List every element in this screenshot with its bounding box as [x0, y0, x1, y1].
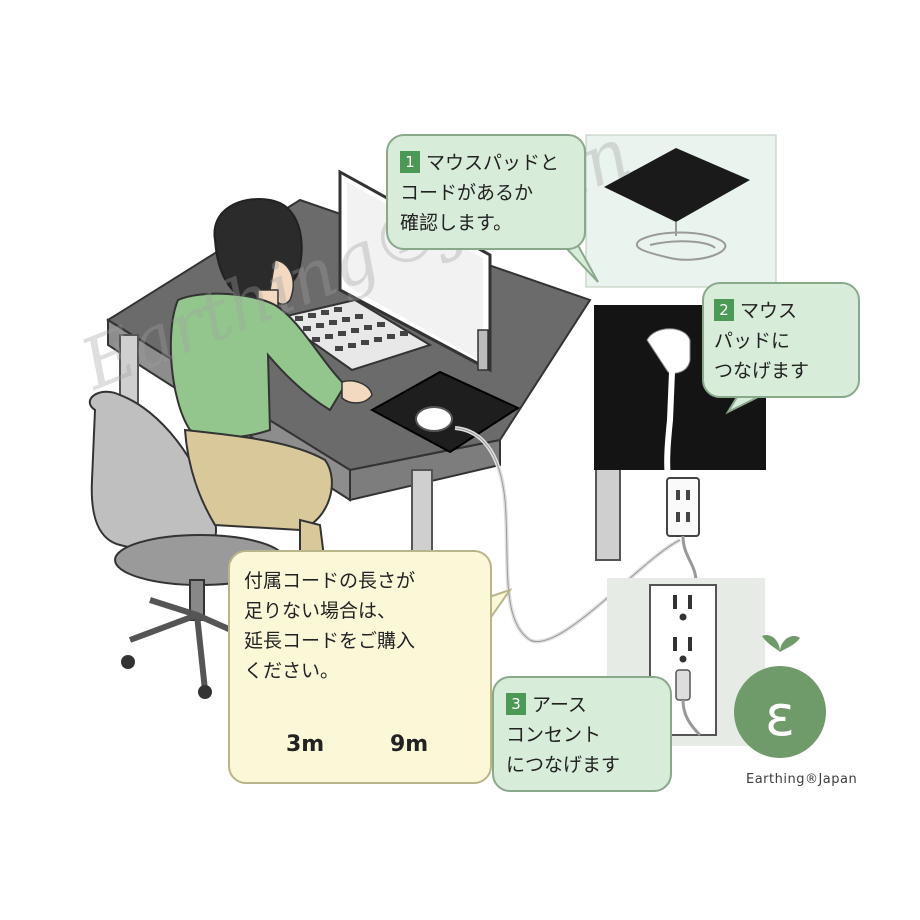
step-2-number: 2 [714, 299, 734, 321]
earthing-japan-logo: ε [734, 634, 826, 758]
wall-outlet [666, 477, 700, 591]
keyboard [275, 298, 433, 372]
cord-3m-label: 3m [286, 732, 325, 757]
step-1-number: 1 [400, 151, 420, 173]
logo-text: Earthing®Japan [746, 772, 858, 787]
cord-9m-label: 9m [390, 732, 429, 757]
note-text: 付属コードの長さが 足りない場合は、 延長コードをご購入 ください。 [244, 570, 416, 682]
extension-cord-note: 付属コードの長さが 足りない場合は、 延長コードをご購入 ください。 [228, 550, 492, 784]
svg-text:ε: ε [765, 684, 795, 749]
step-3-number: 3 [506, 693, 526, 715]
mouse-pad-kit-image [585, 134, 777, 288]
